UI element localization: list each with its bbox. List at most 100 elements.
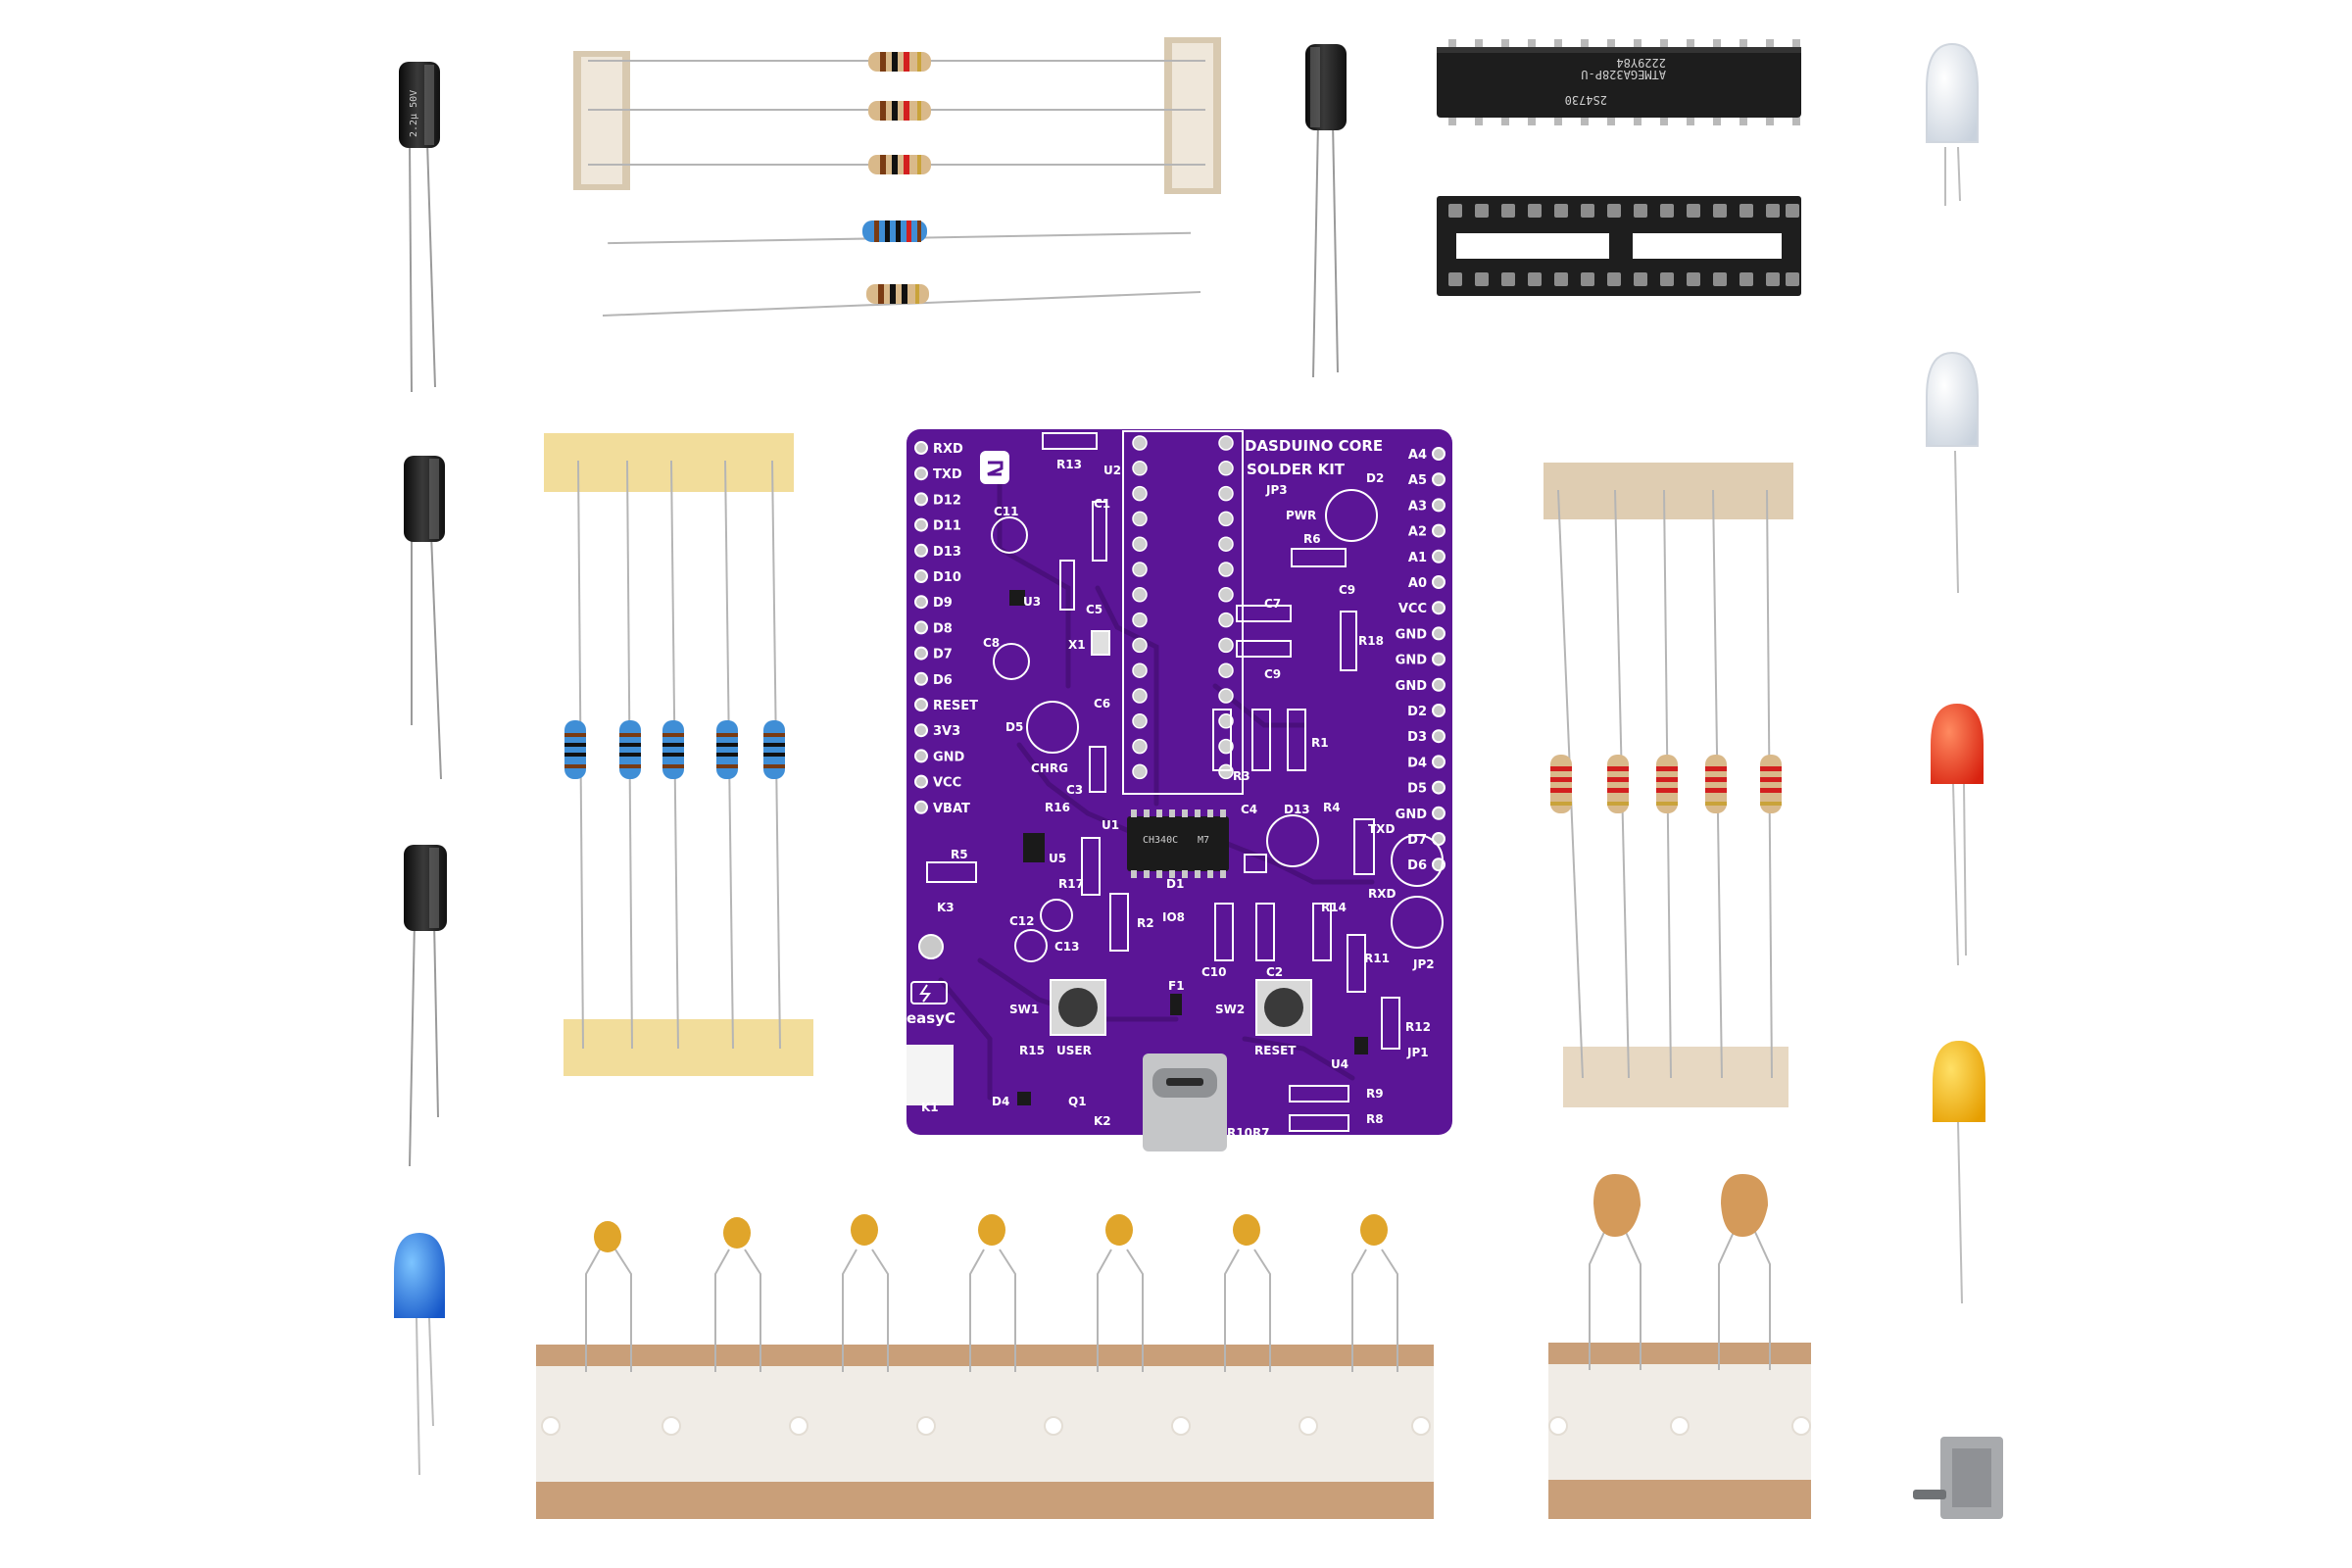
label-r14: R14 [1321, 901, 1347, 914]
crystal [1091, 630, 1110, 656]
label-reset: RESET [1254, 1044, 1297, 1057]
socket-hole [1132, 612, 1148, 628]
label-r11: R11 [1364, 952, 1390, 965]
label-r15: R15 [1019, 1044, 1045, 1057]
label-jp1: JP1 [1406, 1046, 1429, 1059]
socket-hole [1218, 662, 1234, 678]
label-r13: R13 [1056, 458, 1082, 471]
resistor [1550, 755, 1572, 813]
pin-hole [914, 517, 928, 532]
resistor-tape-top [573, 37, 1221, 317]
left-pin-label: RESET [933, 699, 978, 713]
electrolytic-capacitor-2 [1305, 44, 1347, 378]
left-pin-label: D9 [933, 596, 953, 611]
label-k3: K3 [937, 901, 955, 914]
pin-hole [1432, 755, 1446, 769]
label-c4: C4 [1241, 803, 1257, 816]
socket-hole [1132, 763, 1148, 780]
pin-hole [1432, 806, 1446, 820]
mcu-marking-2: 2229Y84 [1616, 56, 1666, 70]
resistor [716, 720, 738, 779]
left-pin-label: D11 [933, 519, 961, 534]
pin-hole [914, 723, 928, 738]
label-f1: F1 [1168, 979, 1185, 993]
ch340c-chip: CH340C M7 [1127, 809, 1229, 878]
label-c6: C6 [1094, 697, 1110, 710]
dasduino-pcb: DASDUINO CORE SOLDER KIT CH340C M7 [906, 429, 1452, 1152]
pin-hole [1432, 549, 1446, 564]
right-pin-label: A5 [1408, 473, 1427, 488]
left-pin-label: VCC [933, 776, 961, 791]
socket-hole [1132, 511, 1148, 527]
label-jp3: JP3 [1265, 483, 1288, 497]
socket-hole [1218, 637, 1234, 654]
label-q1: Q1 [1068, 1095, 1087, 1108]
right-pin-label: D6 [1407, 858, 1427, 873]
label-u5: U5 [1049, 852, 1066, 865]
label-r4: R4 [1323, 801, 1341, 814]
right-pin-label: GND [1396, 654, 1428, 668]
label-c3: C3 [1066, 783, 1083, 797]
pin-hole [914, 492, 928, 507]
label-c9b: C9 [1264, 667, 1281, 681]
label-r10r7: R10R7 [1227, 1126, 1270, 1140]
socket-hole [1132, 662, 1148, 678]
socket-hole [1218, 587, 1234, 603]
left-pin-label: D7 [933, 648, 953, 662]
right-pin-label: GND [1396, 808, 1428, 822]
resistor [868, 101, 931, 121]
label-chrg: CHRG [1031, 761, 1068, 775]
slide-switch [1913, 1437, 2003, 1519]
pin-hole [914, 800, 928, 814]
clear-led-1 [1926, 42, 1979, 206]
label-txd: TXD [1368, 822, 1395, 836]
left-pin-label: D12 [933, 493, 961, 508]
resistor [662, 720, 684, 779]
label-r1: R1 [1311, 736, 1329, 750]
mcu-marking-1: ATMEGA328P-U [1581, 68, 1666, 81]
resistor [763, 720, 785, 779]
socket-hole [1218, 461, 1234, 476]
right-pin-label: VCC [1398, 602, 1427, 616]
left-pin-label: D13 [933, 545, 961, 560]
pin-hole [1432, 677, 1446, 692]
easyc-connector [906, 981, 954, 1105]
label-r5: R5 [951, 848, 968, 861]
label-c10: C10 [1201, 965, 1227, 979]
pin-hole [914, 774, 928, 789]
label-c5: C5 [1086, 603, 1102, 616]
socket-hole [1218, 562, 1234, 577]
pin-hole [914, 569, 928, 583]
right-pin-label: A2 [1408, 525, 1427, 540]
resistor-tape-left [544, 433, 813, 1076]
socket-hole [1218, 536, 1234, 552]
resistor [866, 284, 929, 304]
user-button [1050, 979, 1106, 1036]
resistor [868, 52, 931, 72]
label-io8: IO8 [1162, 910, 1185, 924]
right-pin-label: GND [1396, 627, 1428, 642]
pin-hole [1432, 498, 1446, 513]
pin-hole [914, 466, 928, 481]
label-r3: R3 [1233, 769, 1250, 783]
label-u1: U1 [1102, 818, 1119, 832]
resistor [868, 155, 931, 174]
label-r16: R16 [1045, 801, 1070, 814]
label-c2: C2 [1266, 965, 1283, 979]
usb-chip-marking-1: CH340C [1143, 835, 1178, 846]
pin-hole [1432, 652, 1446, 666]
label-r6: R6 [1303, 532, 1321, 546]
right-pin-label: D4 [1407, 756, 1427, 770]
socket-hole [1132, 485, 1148, 502]
pin-hole [914, 620, 928, 635]
label-c7: C7 [1264, 597, 1281, 611]
soldered-logo [980, 451, 1009, 484]
pin-hole [914, 543, 928, 558]
left-pin-label: VBAT [933, 802, 970, 816]
dip-28-socket [1437, 196, 1801, 296]
electrolytic-capacitor-3 [404, 456, 445, 780]
socket-hole [1132, 688, 1148, 704]
pin-hole [1432, 704, 1446, 717]
electrolytic-capacitor-1: 2.2μ 50V [399, 62, 440, 393]
label-u2: U2 [1103, 464, 1121, 477]
